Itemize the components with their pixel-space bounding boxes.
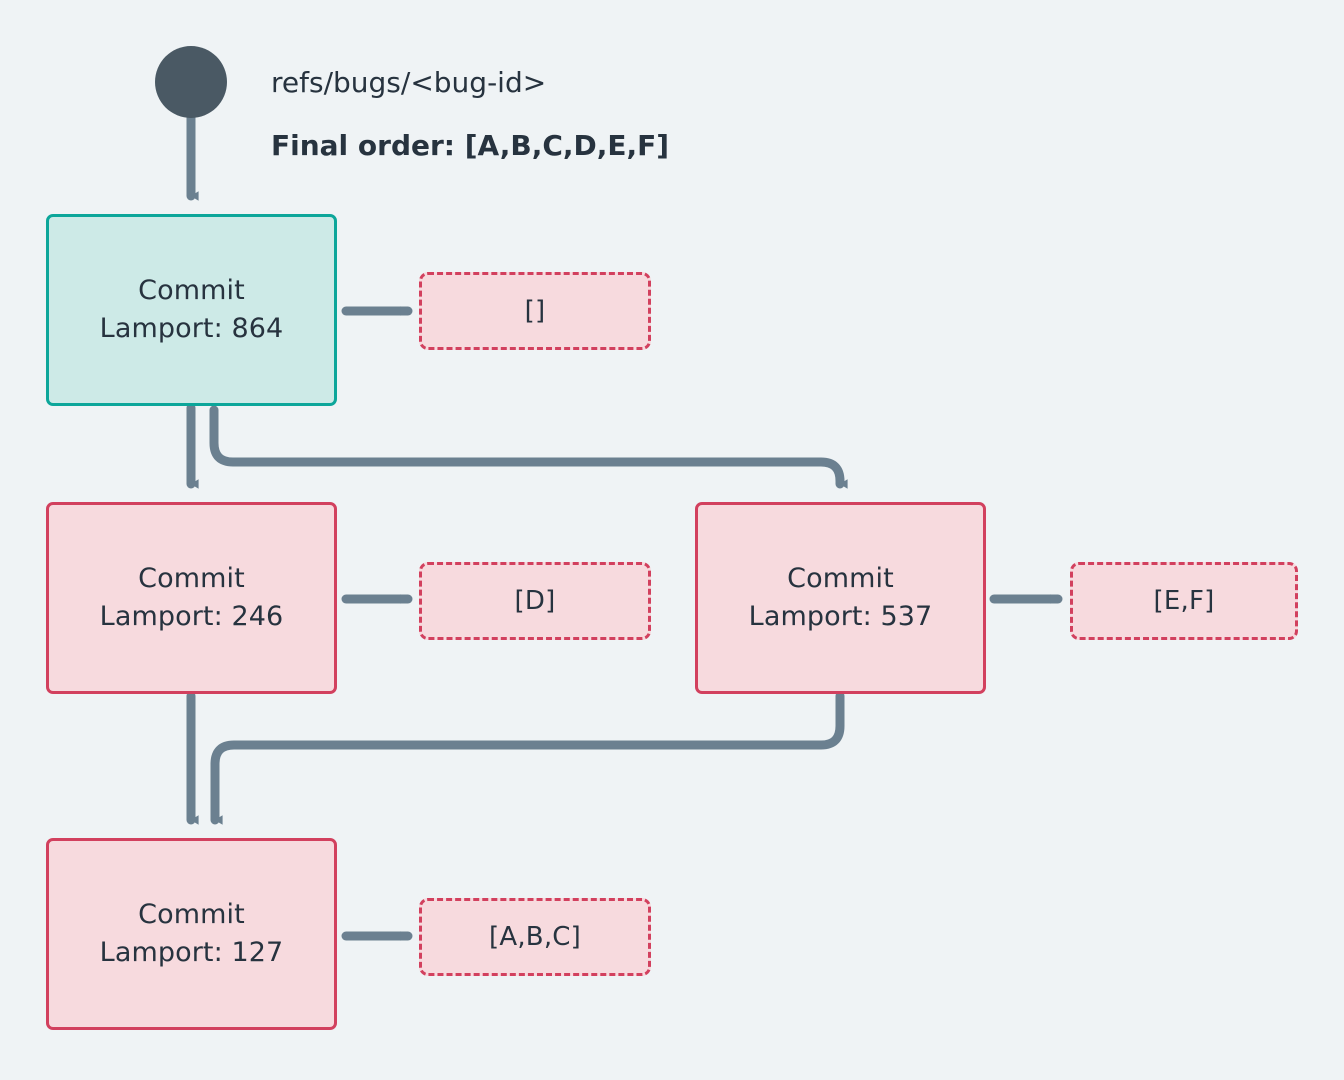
commit-node-127-lamport: Lamport: 127 <box>99 937 284 968</box>
commit-node-246[interactable]: Commit Lamport: 246 <box>46 502 337 694</box>
commit-node-246-label: Commit <box>138 562 245 594</box>
payload-box-864-label: [] <box>524 296 546 326</box>
edge-commit-537-to-commit-127 <box>210 691 845 825</box>
commit-node-246-lamport: Lamport: 246 <box>99 601 284 632</box>
payload-box-127[interactable]: [A,B,C] <box>419 898 651 976</box>
ref-path-label: refs/bugs/<bug-id> <box>271 66 547 99</box>
commit-node-127-label: Commit <box>138 898 245 930</box>
commit-node-127[interactable]: Commit Lamport: 127 <box>46 838 337 1030</box>
commit-node-537-lamport: Lamport: 537 <box>748 601 933 632</box>
commit-node-537[interactable]: Commit Lamport: 537 <box>695 502 986 694</box>
payload-box-127-label: [A,B,C] <box>489 922 581 952</box>
payload-box-537-label: [E,F] <box>1153 586 1215 616</box>
commit-node-537-label: Commit <box>787 562 894 594</box>
commit-node-864-lamport: Lamport: 864 <box>99 313 284 344</box>
root-ref-dot <box>155 46 227 118</box>
payload-box-246-label: [D] <box>514 586 556 616</box>
final-order-label: Final order: [A,B,C,D,E,F] <box>271 129 670 162</box>
edge-commit-864-to-commit-537 <box>209 405 848 489</box>
commit-node-864-label: Commit <box>138 274 245 306</box>
payload-box-864[interactable]: [] <box>419 272 651 350</box>
payload-box-537[interactable]: [E,F] <box>1070 562 1298 640</box>
payload-box-246[interactable]: [D] <box>419 562 651 640</box>
commit-node-864[interactable]: Commit Lamport: 864 <box>46 214 337 406</box>
